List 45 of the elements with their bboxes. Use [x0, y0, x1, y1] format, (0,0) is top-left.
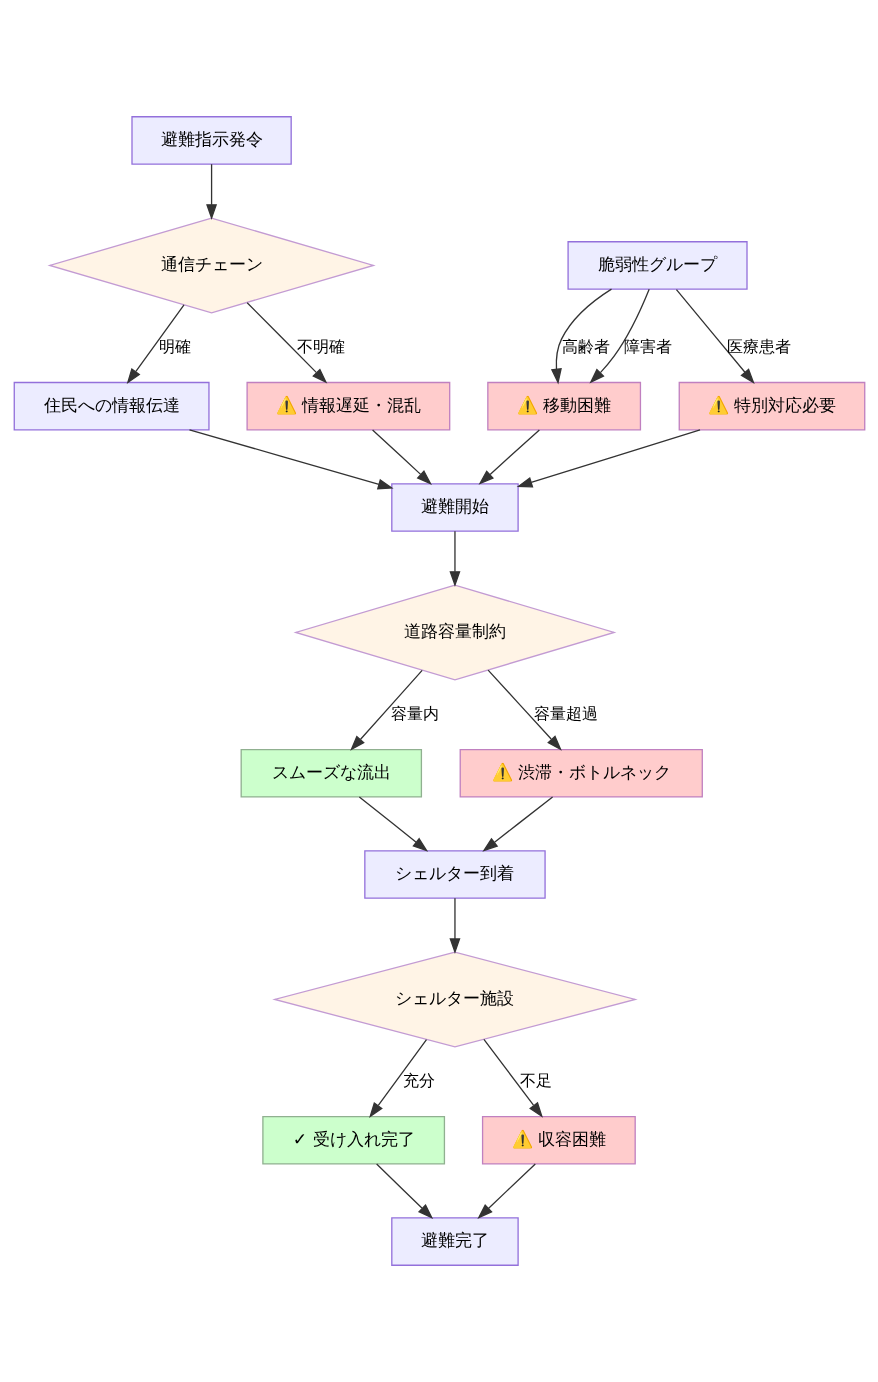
node-box: 避難指示発令 [130, 116, 292, 165]
edge-label: 障害者 [623, 336, 672, 356]
node-box: ⚠ 情報遅延・混乱 [245, 381, 450, 431]
node-box: ⚠ 収容困難 [481, 1115, 636, 1165]
arrow [358, 796, 428, 852]
node-box: ⚠ 移動困難 [486, 381, 641, 431]
edge-label: 医療患者 [727, 336, 791, 356]
node-box: スムーズな流出 [240, 748, 422, 798]
arrow [188, 429, 394, 490]
node-box: ⚠ 渋滞・ボトルネック [459, 748, 703, 798]
edge-label: 不足 [519, 1070, 552, 1090]
node-diamond: 通信チェーン [46, 217, 376, 314]
edge-label: 容量内 [390, 703, 439, 723]
edge-label: 容量超過 [533, 703, 598, 723]
arrow [588, 288, 650, 384]
node-box: 避難開始 [390, 483, 519, 532]
node-diamond: シェルター施設 [271, 951, 638, 1048]
arrow [675, 288, 755, 385]
node-diamond: 道路容量制約 [292, 584, 616, 681]
node-box: ⚠ 特別対応必要 [678, 381, 865, 431]
node-box: ✓ 受け入れ完了 [261, 1115, 445, 1165]
arrow [516, 429, 701, 488]
arrow [205, 163, 217, 220]
arrow [482, 1038, 543, 1118]
arrow [448, 530, 460, 587]
arrow [481, 796, 553, 852]
node-box: 住民への情報伝達 [13, 381, 210, 431]
arrow [476, 1163, 536, 1219]
arrow [368, 1039, 427, 1118]
arrow [375, 1163, 433, 1219]
node-box: シェルター到着 [363, 850, 546, 899]
arrow [349, 669, 423, 751]
arrow [486, 669, 562, 751]
edge-label: 不明確 [296, 336, 345, 356]
edge-label: 明確 [158, 336, 191, 356]
arrow [246, 302, 327, 384]
arrow [371, 429, 432, 485]
edge-label: 高齢者 [561, 336, 610, 356]
edge-label: 充分 [402, 1070, 435, 1090]
node-box: 避難完了 [390, 1217, 519, 1266]
node-box: 脆弱性グループ [566, 241, 748, 290]
arrow [478, 429, 540, 485]
arrow [126, 304, 185, 385]
arrow [448, 897, 460, 955]
arrow [550, 288, 612, 385]
